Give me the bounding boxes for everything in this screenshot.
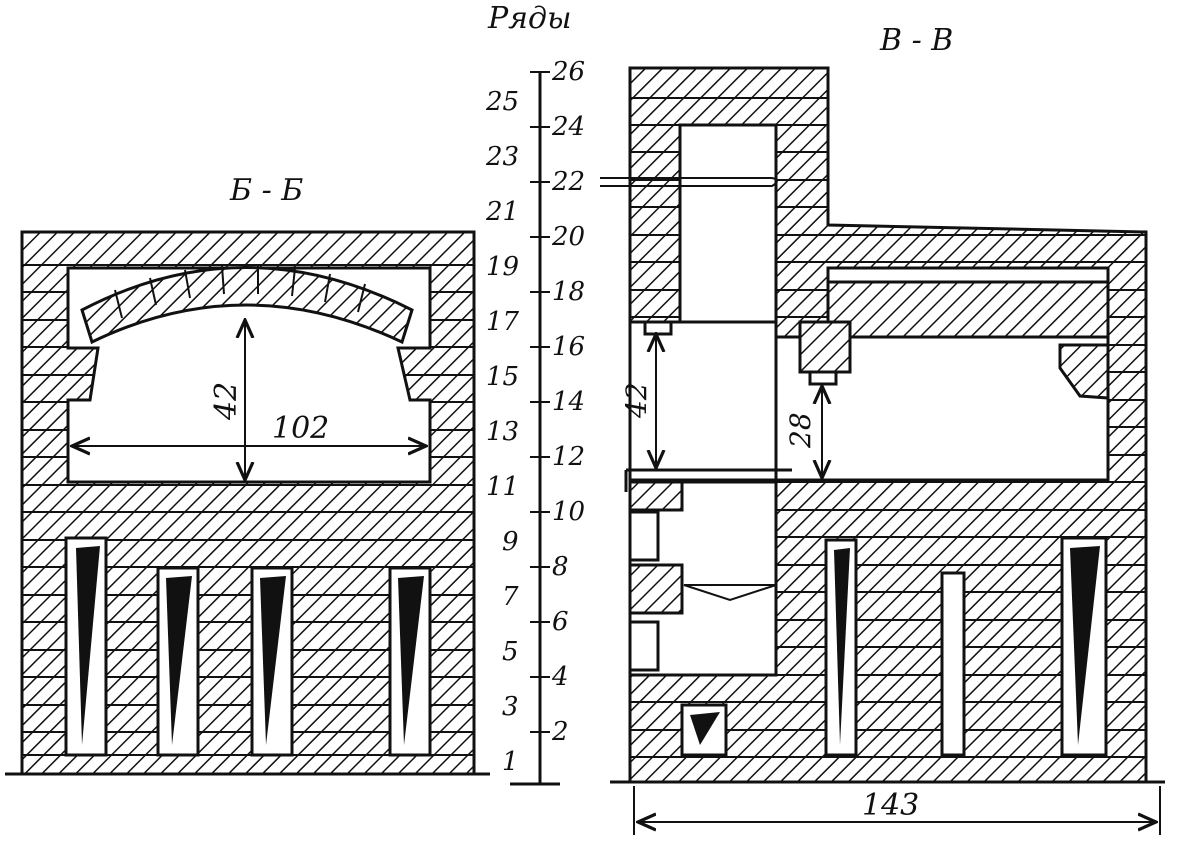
scale-right-24: 24 [551,112,585,142]
scale-left-23: 23 [485,142,519,172]
scale-left-9: 9 [502,527,519,557]
right-flue-foot [643,320,673,336]
right-upper-channel [826,266,1110,284]
right-channels [680,536,1108,757]
scale-right-16: 16 [552,332,585,362]
scale-right-8: 8 [552,552,569,582]
scale-left-15: 15 [486,362,519,392]
scale-left-13: 13 [486,417,519,447]
scale-left-19: 19 [486,252,519,282]
rows-heading: Ряды [487,1,572,36]
damper-rod [600,177,778,187]
scale-left-1: 1 [502,747,519,777]
scale-left-11: 11 [486,472,519,502]
right-oven-bracket [1058,343,1110,400]
scale-right-20: 20 [551,222,585,252]
firebox-door-frame-mid [628,563,684,615]
scale-right-14: 14 [552,387,585,417]
right-oven-chamber [774,335,1110,482]
scale-left-7: 7 [502,582,519,612]
scale-left-17: 17 [486,307,520,337]
total-width-dim: 143 [862,788,919,823]
scale-right-12: 12 [552,442,585,472]
right-support-foot [808,370,838,386]
grate [683,584,777,602]
scale-right-6: 6 [552,607,569,637]
right-arch-support [798,320,852,374]
left-width-dim: 102 [272,411,329,446]
section-v-v: В - В [600,23,1165,835]
section-b-b: 42 102 Б - Б [5,173,490,776]
scale-right-26: 26 [551,57,585,87]
right-section-title: В - В [879,23,953,58]
arch-brick-joints [114,265,366,319]
scale-left-5: 5 [502,637,519,667]
scale-left-25: 25 [485,87,519,117]
left-height-dim: 42 [209,382,244,421]
ash-door [628,620,660,672]
scale-right-18: 18 [552,277,585,307]
left-channels [64,536,432,757]
scale-right-22: 22 [551,167,585,197]
scale-right-10: 10 [552,497,585,527]
right-height-dim-2: 28 [784,412,817,449]
firebox-door-frame-top [628,480,684,512]
scale-right-4: 4 [551,662,569,692]
scale-right-2: 2 [551,717,569,747]
left-section-title: Б - Б [229,173,303,208]
rows-scale: Ряды 25 23 21 19 17 15 13 11 9 7 5 3 1 2… [485,1,585,786]
fire-door [628,510,660,562]
left-arch [80,266,414,345]
right-oven-slab [826,280,1110,339]
right-height-dim-1: 42 [620,382,653,419]
right-flue [678,123,778,324]
scale-ticks [530,71,550,733]
scale-left-21: 21 [485,197,519,227]
scale-left-3: 3 [502,692,519,722]
